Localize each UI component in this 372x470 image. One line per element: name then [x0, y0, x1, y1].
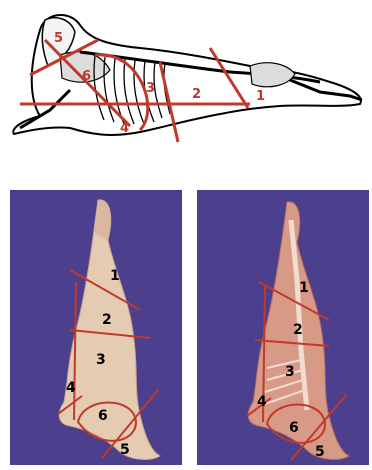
diagram-label-1: 1 [256, 89, 265, 104]
diagram-label-3: 3 [146, 81, 155, 96]
diagram-label-2: 2 [192, 87, 201, 102]
carcass-photo-exterior: 1 2 3 4 5 6 [10, 190, 182, 465]
cut-label-4: 4 [66, 380, 76, 396]
diagram-label-6: 6 [82, 69, 91, 84]
cut-label-5: 5 [120, 442, 130, 458]
cut-label-6: 6 [98, 408, 108, 424]
cut-label-2: 2 [102, 312, 112, 328]
cut-label-2: 2 [293, 322, 303, 338]
cut-label-3: 3 [96, 352, 106, 368]
diagram-label-4: 4 [120, 121, 129, 136]
cut-label-1: 1 [299, 280, 309, 296]
carcass-photo-interior: 1 2 3 4 5 6 [197, 190, 369, 465]
cut-label-3: 3 [285, 364, 295, 380]
cut-label-4: 4 [257, 394, 267, 410]
cut-label-6: 6 [289, 420, 299, 436]
diagram-label-5: 5 [54, 31, 63, 46]
lamb-skeleton-cut-diagram: 1 2 3 4 5 6 [0, 0, 372, 160]
cut-label-1: 1 [110, 268, 120, 284]
cut-label-5: 5 [315, 444, 325, 460]
